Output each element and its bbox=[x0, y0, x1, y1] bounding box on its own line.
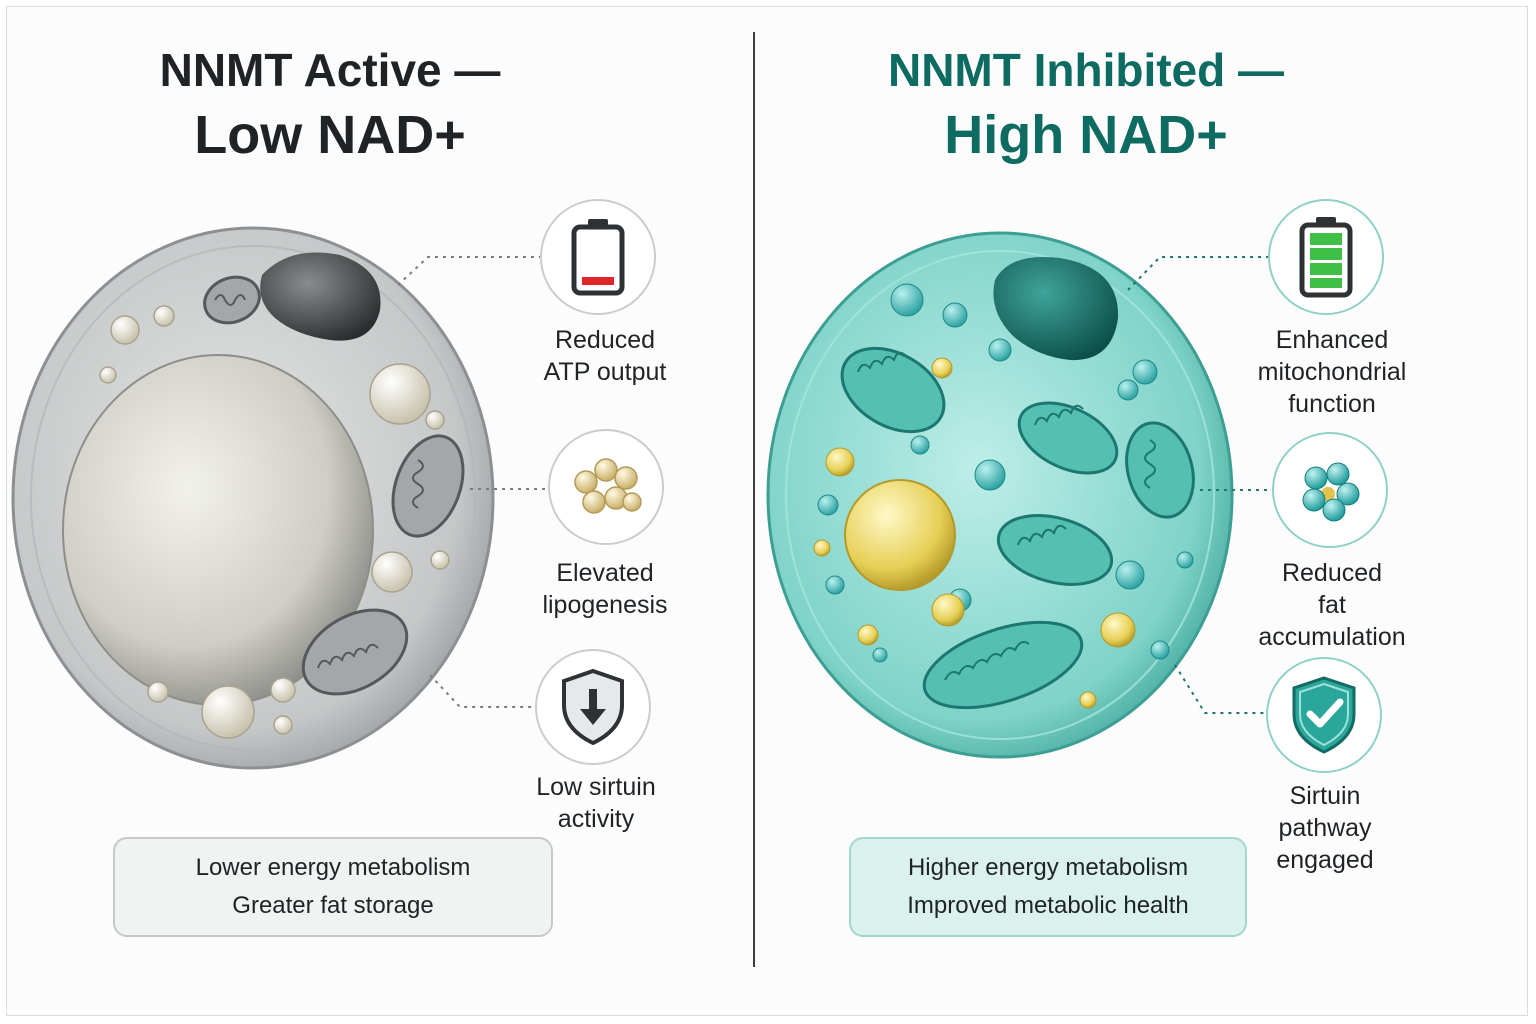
shield-down-arrow-icon bbox=[562, 668, 624, 746]
low-battery-icon bbox=[571, 219, 625, 296]
nucleus-teal bbox=[993, 256, 1119, 361]
mitochondrion bbox=[203, 275, 465, 696]
shield-check-icon bbox=[1292, 676, 1356, 754]
summary-left-line2: Greater fat storage bbox=[232, 892, 434, 919]
left-title-line2: Low NAD+ bbox=[194, 105, 466, 165]
left-panel-title: NNMT Active — Low NAD+ bbox=[30, 40, 630, 170]
callout-icon-atp bbox=[540, 199, 656, 315]
fat-droplet-small bbox=[844, 479, 956, 591]
right-panel-title: NNMT Inhibited — High NAD+ bbox=[796, 40, 1376, 170]
connector-lines-right bbox=[1127, 256, 1270, 714]
left-title-line1: NNMT Active — bbox=[159, 44, 501, 96]
inactive-cell bbox=[11, 226, 495, 770]
nucleus bbox=[260, 252, 381, 341]
callout-icon-lipogenesis bbox=[548, 429, 664, 545]
callout-icon-mitochondrial bbox=[1268, 199, 1384, 315]
panel-divider bbox=[753, 32, 755, 967]
summary-box-left: Lower energy metabolism Greater fat stor… bbox=[113, 837, 553, 937]
callout-icon-fat-reduction bbox=[1272, 432, 1388, 548]
full-battery-icon bbox=[1299, 217, 1353, 298]
right-title-line1: NNMT Inhibited — bbox=[887, 44, 1285, 96]
summary-right-line2: Improved metabolic health bbox=[907, 892, 1189, 919]
callout-icon-sirtuin-engaged bbox=[1266, 657, 1382, 773]
right-title-line2: High NAD+ bbox=[944, 105, 1228, 165]
molecule-cluster-icon bbox=[1302, 462, 1360, 522]
mitochondrion-teal bbox=[840, 346, 1195, 710]
connector-lines-left bbox=[397, 256, 548, 708]
summary-box-right: Higher energy metabolism Improved metabo… bbox=[849, 837, 1247, 937]
summary-right-line1: Higher energy metabolism bbox=[907, 854, 1189, 881]
fat-droplets-icon bbox=[574, 458, 642, 514]
callout-icon-sirtuin-low bbox=[535, 649, 651, 765]
summary-left-line1: Lower energy metabolism bbox=[195, 854, 471, 881]
active-cell bbox=[766, 231, 1234, 759]
